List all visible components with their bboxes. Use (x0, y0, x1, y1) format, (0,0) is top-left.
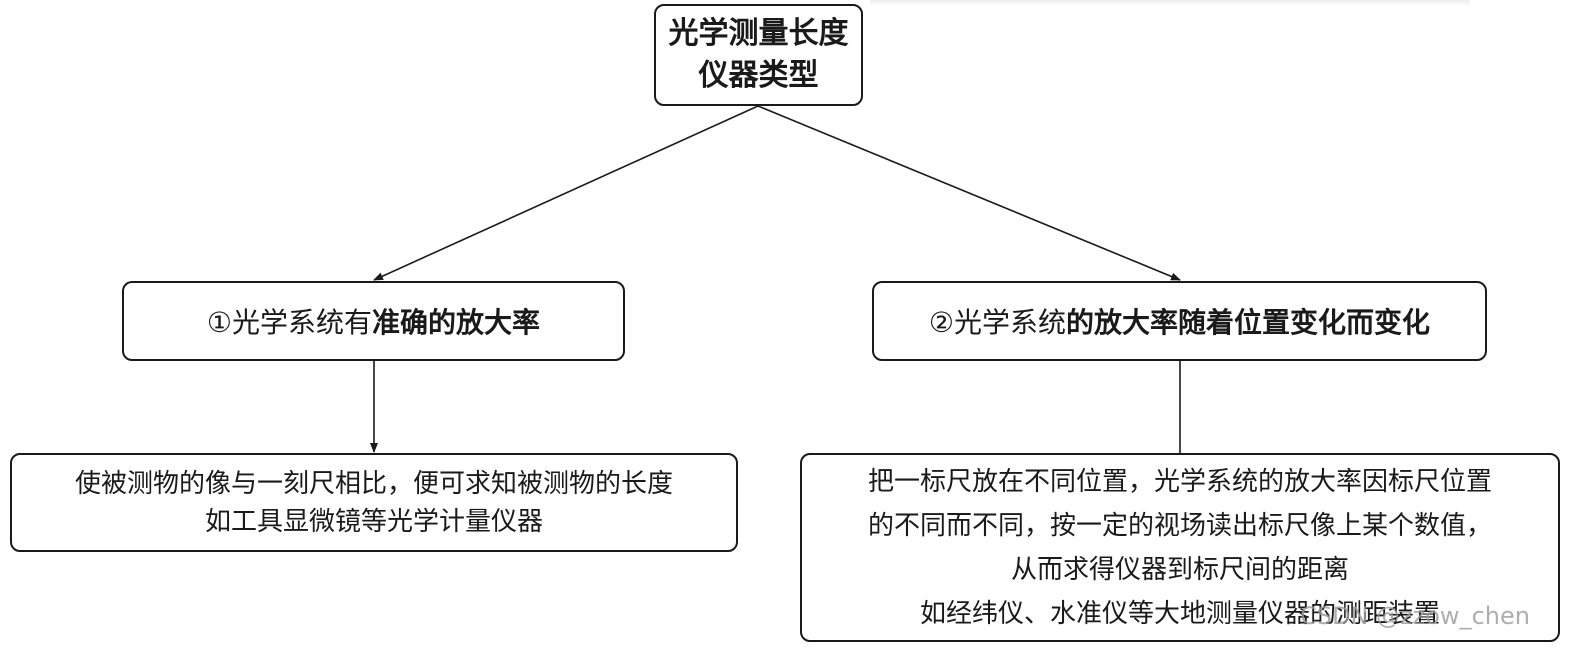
leaf-line: 如工具显微镜等光学计量仪器 (204, 506, 543, 537)
leaf-line: 使被测物的像与一刻尺相比，便可求知被测物的长度 (74, 468, 673, 499)
branch-marker: ① (206, 306, 233, 339)
branch-node-variable-magnification: ②光学系统的放大率随着位置变化而变化 (872, 281, 1487, 361)
leaf-line: 的不同而不同，按一定的视场读出标尺像上某个数值， (867, 510, 1492, 541)
branch-text-bold: 准确的放大率 (372, 306, 541, 339)
root-title-line-2: 仪器类型 (698, 58, 819, 93)
leaf-line: 如经纬仪、水准仪等大地测量仪器的测距装置 (919, 598, 1440, 629)
top-shadow (870, 0, 1470, 6)
branch-text-plain: 光学系统 (954, 306, 1067, 339)
leaf-line: 从而求得仪器到标尺间的距离 (1010, 554, 1349, 585)
branch-text-bold: 的放大率随着位置变化而变化 (1066, 306, 1431, 339)
leaf-node-rangefinder: 把一标尺放在不同位置，光学系统的放大率因标尺位置 的不同而不同，按一定的视场读出… (800, 453, 1560, 642)
branch-label: ②光学系统的放大率随着位置变化而变化 (929, 301, 1430, 341)
edge-root-to-right-branch (757, 105, 1181, 281)
root-node: 光学测量长度 仪器类型 (654, 4, 863, 106)
branch-text-plain: 光学系统有 (232, 306, 373, 339)
branch-marker: ② (928, 306, 955, 339)
root-title-line-1: 光学测量长度 (668, 16, 849, 51)
watermark-text: CSDN @zzow_chen (1300, 602, 1530, 630)
branch-label: ①光学系统有准确的放大率 (207, 301, 540, 341)
leaf-line: 把一标尺放在不同位置，光学系统的放大率因标尺位置 (867, 466, 1492, 497)
leaf-node-tool-microscope: 使被测物的像与一刻尺相比，便可求知被测物的长度 如工具显微镜等光学计量仪器 (10, 453, 738, 552)
edge-root-to-left-branch (373, 105, 759, 281)
branch-node-accurate-magnification: ①光学系统有准确的放大率 (122, 281, 625, 361)
